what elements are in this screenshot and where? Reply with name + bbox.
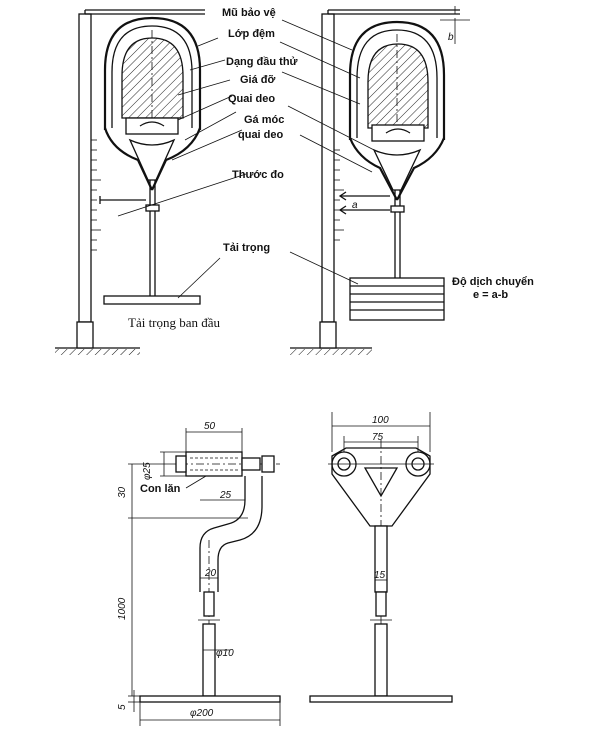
label-strap-hook-1: Gá móc: [244, 114, 284, 126]
ground-right: [290, 347, 372, 355]
label-displacement-1: Độ dịch chuyển: [452, 276, 534, 288]
label-load: Tải trọng: [223, 242, 270, 254]
helmet-right: [348, 20, 446, 201]
a-mark: a: [352, 200, 358, 211]
dim-20: 20: [204, 568, 217, 579]
dimension-b: b: [440, 6, 470, 44]
label-strap-hook-2: quai deo: [238, 129, 284, 141]
dim-100: 100: [372, 415, 389, 426]
load-rod-right: a: [338, 190, 405, 278]
label-initial-load: Tải trọng ban đầu: [128, 315, 221, 330]
label-roller: Con lăn: [140, 483, 181, 495]
ground-left: [55, 347, 140, 355]
label-helmet: Mũ bảo vệ: [222, 7, 276, 19]
dim-15: 15: [374, 570, 386, 581]
dim-200-dia: φ200: [190, 708, 214, 719]
label-padding: Lớp đệm: [228, 28, 275, 40]
figure-initial-state: [55, 9, 247, 355]
dim-50: 50: [204, 421, 216, 432]
dim-25: 25: [219, 490, 232, 501]
b-mark: b: [448, 32, 454, 43]
initial-load-plate: [103, 295, 201, 305]
strap-hook-front-view: 100 75 15: [309, 412, 453, 703]
heavy-load-stack: [349, 277, 445, 321]
label-strap: Quai deo: [228, 93, 275, 105]
stand-post-left: [76, 9, 205, 349]
front-rod: [370, 525, 392, 697]
helmet-left: [103, 16, 202, 191]
front-base-plate: [309, 695, 453, 703]
label-displacement-2: e = a-b: [473, 289, 508, 301]
dim-10-dia: φ10: [216, 648, 234, 659]
dim-30: 30: [117, 486, 128, 498]
stand-post-right: [319, 9, 460, 349]
rod: [198, 591, 220, 697]
roller: [175, 451, 280, 477]
dims-side: 50 φ25 30 25 20 1000 φ10 5 φ200: [117, 421, 281, 726]
roller-label: Con lăn: [140, 475, 207, 495]
dim-75: 75: [372, 432, 384, 443]
dim-25-dia: φ25: [142, 462, 153, 480]
label-headform: Dạng đầu thử: [226, 56, 298, 68]
base-plate: [139, 695, 281, 703]
leaders-left: [117, 37, 247, 299]
strap-hook-side-view: 50 φ25 30 25 20 1000 φ10 5 φ200: [117, 421, 281, 726]
dim-5: 5: [117, 704, 128, 710]
figure-loaded-state: b a: [279, 6, 470, 355]
dims-front: 100 75 15: [331, 412, 431, 581]
label-support: Giá đỡ: [240, 74, 276, 86]
top-labels: Mũ bảo vệ Lớp đệm Dạng đầu thử Giá đỡ Qu…: [128, 7, 534, 330]
dim-1000: 1000: [117, 597, 128, 620]
leaders-right: [279, 19, 379, 285]
label-ruler: Thước đo: [232, 169, 284, 181]
load-rod-left: [99, 180, 160, 296]
